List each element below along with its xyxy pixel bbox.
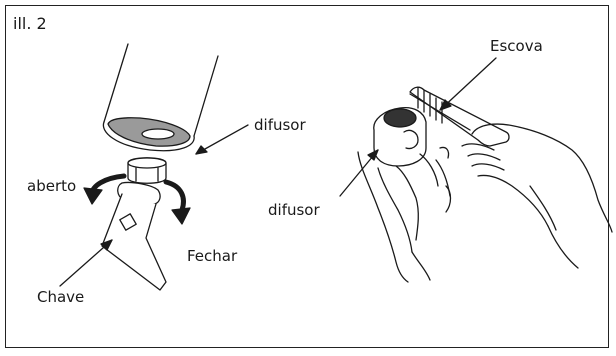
- figure-caption: ill. 2: [13, 16, 47, 32]
- label-escova: Escova: [490, 39, 543, 54]
- faucet-spout-icon: [103, 44, 218, 151]
- chave-arrow: [60, 240, 112, 286]
- label-chave: Chave: [37, 290, 84, 305]
- aerator-diffuser-icon: [128, 158, 166, 184]
- label-aberto: aberto: [27, 179, 76, 194]
- label-difusor-top: difusor: [254, 118, 306, 133]
- label-fechar: Fechar: [187, 249, 237, 264]
- key-tool-icon: [102, 182, 166, 290]
- difusor-top-arrow: [196, 125, 248, 154]
- label-difusor-right: difusor: [268, 203, 320, 218]
- escova-arrow: [440, 58, 496, 110]
- rotate-close-arrow-icon: [166, 182, 190, 224]
